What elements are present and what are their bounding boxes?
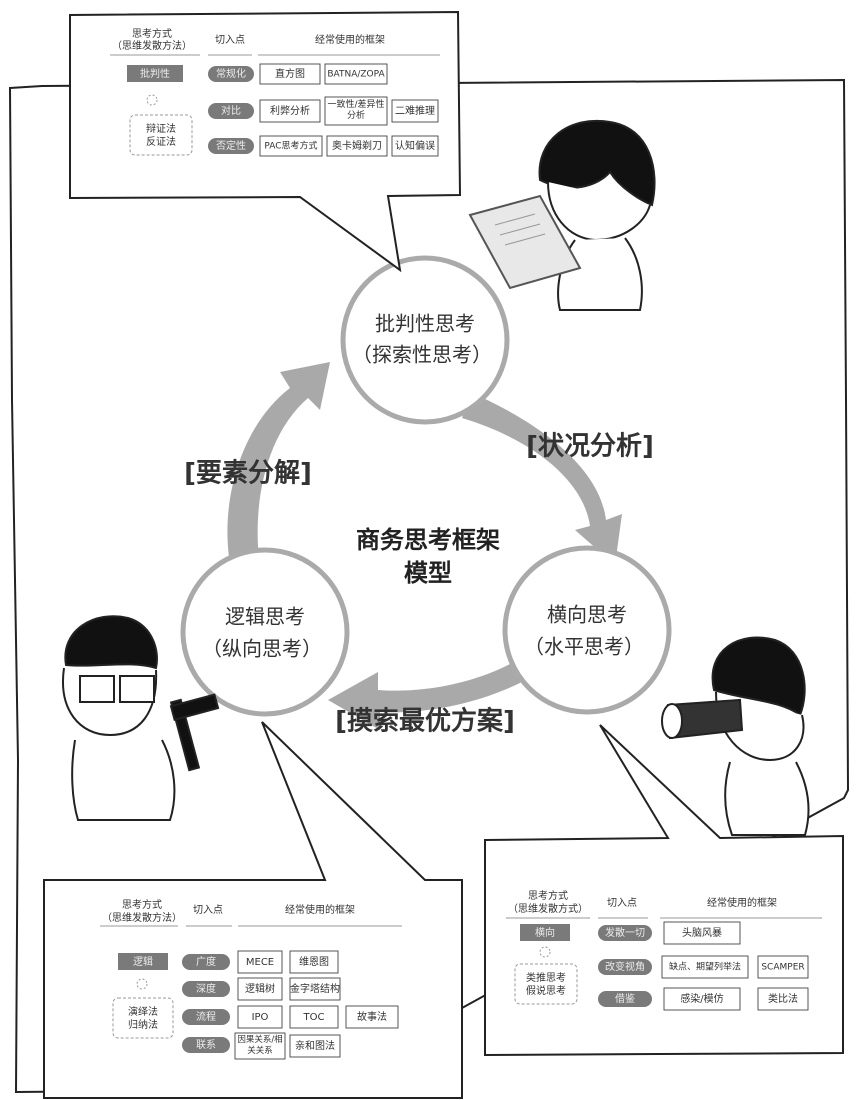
node-lateral-subtitle: （水平思考） [524,635,644,659]
top-header-entry: 切入点 [215,34,245,46]
left-header-frameworks: 经常使用的框架 [285,903,355,916]
right-header-frameworks: 经常使用的框架 [707,896,777,909]
node-logical-subtitle: （纵向思考） [202,637,322,661]
top-method-box [129,114,193,156]
left-rows: 广度 MECE 维恩图 深度 逻辑树 金字塔结构 流程 IPO TOC 故事法 … [182,950,399,1060]
left-row1-cell1: MECE [246,957,274,968]
top-method-2: 反证法 [146,135,176,148]
top-header-mode-sub: （思维发散方法） [112,39,192,52]
callout-right: 思考方式 （思维发散方式） 切入点 经常使用的框架 横向 类推思考 假说思考 发… [484,724,844,1057]
left-row1-cell2: 维恩图 [299,955,329,968]
top-row1-entry: 常规化 [216,67,246,80]
top-row2-cell3: 二难推理 [395,104,435,117]
top-row1-cell1: 直方图 [275,67,305,80]
left-row4-entry: 联系 [196,1039,216,1051]
right-row3-entry: 借鉴 [615,992,635,1005]
top-row3-cell3: 认知偏误 [395,139,435,152]
top-header-mode: 思考方式 [132,27,172,40]
right-row1-cell1: 头脑风暴 [682,926,722,939]
label-element-decomposition: [要素分解] [184,459,312,489]
arrow-decompose [227,362,330,585]
top-row1-cell2: BATNA/ZOPA [327,70,385,80]
label-optimal-solution: [摸索最优方案] [335,706,515,737]
left-row1-entry: 广度 [196,955,216,968]
node-critical: 批判性思考 （探索性思考） [340,255,510,425]
top-row2-cell2: 一致性/差异性分析 [327,100,385,121]
right-row2-cell1: 缺点、期望列举法 [669,961,741,973]
right-row2-cell2: SCAMPER [761,963,804,973]
right-method-box [514,963,578,1005]
callout-left: 思考方式 （思维发散方法） 切入点 经常使用的框架 逻辑 演绎法 归纳法 广度 … [43,721,463,1099]
right-header-mode: 思考方式 [528,889,568,902]
character-telescope-icon [661,636,810,836]
center-title-line1: 商务思考框架 [356,526,500,554]
right-header-entry: 切入点 [607,897,637,909]
right-rows: 发散一切 头脑风暴 改变视角 缺点、期望列举法 SCAMPER 借鉴 感染/模仿… [598,921,809,1011]
left-row3-entry: 流程 [196,1010,216,1023]
center-title-line2: 模型 [404,559,452,587]
left-row4-cell1: 因果关系/相关关系 [237,1035,283,1056]
top-header-frameworks: 经常使用的框架 [315,33,385,46]
left-header-entry: 切入点 [193,904,223,916]
node-logical-title: 逻辑思考 [225,605,305,629]
left-row3-cell3: 故事法 [357,1010,387,1023]
top-row3-cell2: 奥卡姆剃刀 [332,139,382,152]
top-row2-entry: 对比 [221,104,241,117]
top-row3-entry: 否定性 [216,139,246,152]
node-logical: 逻辑思考 （纵向思考） [180,547,350,717]
top-row2-cell1: 利弊分析 [270,104,310,117]
left-row3-cell2: TOC [303,1012,325,1023]
left-header-mode-sub: （思维发散方法） [102,911,182,924]
label-situation-analysis: [状况分析] [526,432,654,462]
top-mode-pill [127,65,183,82]
left-row4-cell2: 亲和图法 [295,1039,335,1052]
left-method-box [112,997,174,1039]
right-mode-pill-label: 横向 [535,926,555,939]
node-lateral-title: 横向思考 [547,603,627,627]
left-method-1: 演绎法 [128,1005,158,1018]
right-method-2: 假说思考 [526,984,566,997]
node-critical-subtitle: （探索性思考） [352,343,492,367]
right-row2-entry: 改变视角 [605,960,645,973]
arrow-optimize [328,652,545,730]
left-mode-pill-label: 逻辑 [133,955,153,968]
right-row1-entry: 发散一切 [605,926,645,939]
callout-top: 思考方式 （思维发散方法） 切入点 经常使用的框架 批判性 辩证法 反证法 常规… [69,10,462,273]
node-critical-title: 批判性思考 [375,312,475,336]
left-row2-cell1: 逻辑树 [245,982,275,995]
character-reading-icon [468,119,656,311]
character-hammer-icon [62,615,220,821]
right-header-mode-sub: （思维发散方式） [508,902,588,915]
right-method-1: 类推思考 [526,971,566,984]
node-lateral: 横向思考 （水平思考） [502,545,672,715]
left-row3-cell1: IPO [252,1012,269,1023]
left-method-2: 归纳法 [128,1018,158,1031]
top-row3-cell1: PAC思考方式 [264,140,317,152]
top-method-1: 辩证法 [146,122,176,135]
right-row3-cell2: 类比法 [768,992,798,1005]
left-header-mode: 思考方式 [122,898,162,911]
left-row2-cell2: 金字塔结构 [290,982,340,995]
left-row2-entry: 深度 [196,982,216,995]
top-mode-pill-label: 批判性 [140,67,170,80]
top-rows: 常规化 直方图 BATNA/ZOPA 对比 利弊分析 一致性/差异性分析 二难推… [208,63,439,157]
right-row3-cell1: 感染/模仿 [680,992,723,1005]
